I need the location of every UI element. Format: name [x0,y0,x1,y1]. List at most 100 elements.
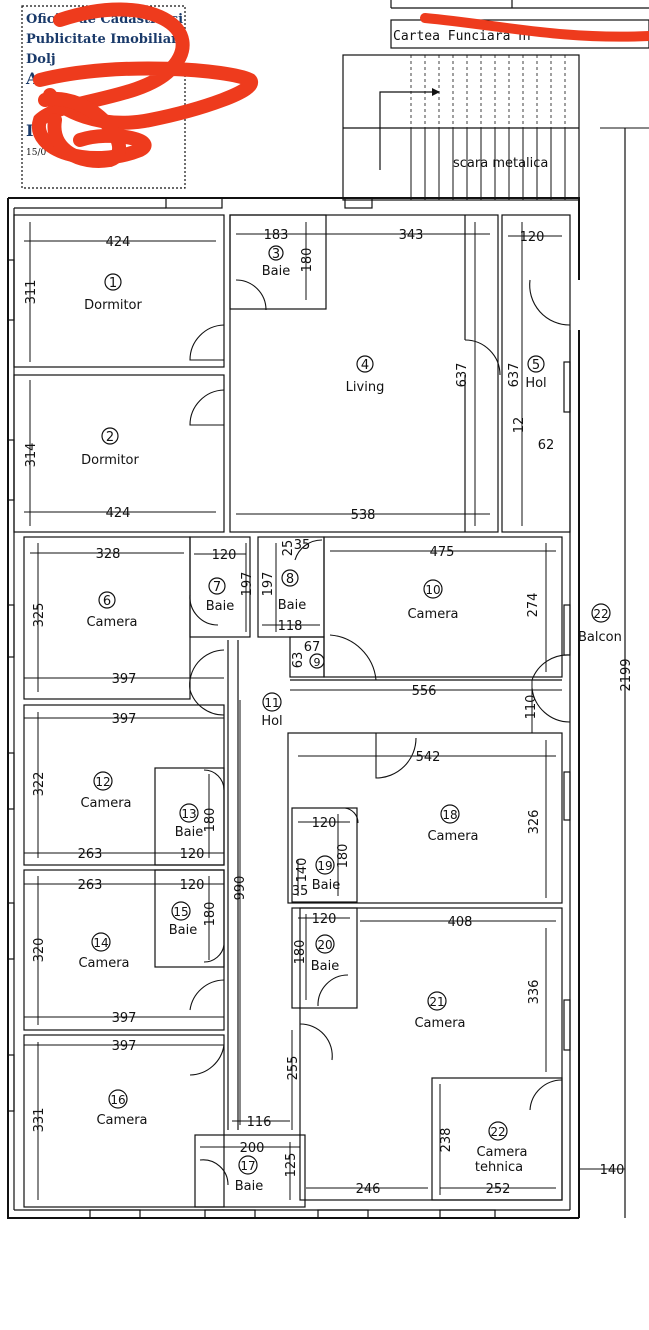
svg-text:Dormitor: Dormitor [84,298,142,313]
dim-label: 255 [286,1056,301,1081]
room-7: 7 Baie [206,577,234,614]
dim-label: 397 [112,1039,137,1054]
svg-text:Camera: Camera [78,956,129,971]
dimension-labels: 424 311 183 180 343 120 637 637 12 62 31… [24,228,634,1197]
dim-label: 180 [300,248,315,273]
room-18: 18 Camera [427,804,479,844]
dim-label: 274 [526,593,541,618]
dim-label: 67 [304,640,321,655]
dim-label: 12 [512,417,527,434]
room-22-balcon: 22 Balcon [578,603,622,645]
svg-text:2: 2 [106,430,114,445]
svg-text:Dormitor: Dormitor [81,453,139,468]
dim-label: 556 [412,684,437,699]
dim-label: 110 [524,695,539,720]
room-labels: 1 Dormitor 2 Dormitor 3 Baie 4 Living 5 … [78,245,622,1194]
dim-label: 424 [106,235,131,250]
dim-label: 180 [293,940,308,965]
dim-label: 336 [527,980,542,1005]
dim-label: 263 [78,878,103,893]
dim-label: 180 [203,902,218,927]
dim-label: 120 [312,912,337,927]
dim-label: 397 [112,672,137,687]
svg-text:5: 5 [532,358,540,373]
room-21: 21 Camera [414,991,466,1031]
dim-label: 252 [486,1182,511,1197]
dim-label: 322 [32,772,47,797]
svg-text:15: 15 [173,905,188,919]
dim-label: 140 [295,858,310,883]
dim-label: 343 [399,228,424,243]
room-2: 2 Dormitor [81,427,140,468]
dim-label: 475 [430,545,455,560]
room-5: 5 Hol [525,355,547,391]
room-13: 13 Baie [175,803,204,840]
svg-text:12: 12 [95,775,110,789]
doors [189,279,571,1186]
svg-text:4: 4 [361,358,369,373]
stamp-line-2: Publicitate Imobiliară [26,32,187,47]
svg-text:22: 22 [490,1125,505,1139]
dim-label: 990 [233,876,248,901]
dim-label: 63 [291,652,306,669]
room-15: 15 Baie [169,901,197,938]
stamp-line-6: 15/0 [26,148,46,158]
dim-label: 314 [24,443,39,468]
svg-text:9: 9 [314,656,321,669]
dim-label: 120 [180,878,205,893]
stairs-label: scara metalica [453,156,548,171]
dim-label: 397 [112,1011,137,1026]
room-4: 4 Living [346,355,385,395]
dim-label: 25 [281,540,296,557]
room-9: 9 [309,653,325,669]
dim-label: 637 [455,363,470,388]
dim-label: 331 [32,1108,47,1133]
dim-label: 125 [284,1153,299,1178]
room-1: 1 Dormitor [84,273,143,313]
svg-text:14: 14 [93,936,108,950]
svg-text:1: 1 [109,276,117,291]
svg-text:Baie: Baie [235,1179,264,1194]
cadastre-stamp: Oficiul de Cadastru și Publicitate Imobi… [21,2,259,189]
svg-text:Baie: Baie [262,264,291,279]
svg-text:11: 11 [264,696,279,710]
room-16: 16 Camera [96,1089,148,1128]
stamp-line-3: Dolj [26,52,56,67]
dim-label: 424 [106,506,131,521]
interior-walls [13,214,571,1208]
dim-label: 637 [507,363,522,388]
svg-text:Camera: Camera [86,615,137,630]
svg-text:Camera: Camera [96,1113,147,1128]
svg-text:Baie: Baie [312,878,341,893]
svg-text:13: 13 [181,807,196,821]
svg-text:Baie: Baie [175,825,204,840]
svg-text:Living: Living [346,380,385,395]
dim-label: 2199 [619,658,634,691]
svg-text:Hol: Hol [525,376,546,391]
svg-text:Camera: Camera [80,796,131,811]
carte-funciara-box: Cartea Funciara nr [390,0,649,49]
svg-text:3: 3 [272,247,280,262]
dimension-lines [24,222,625,1200]
dim-label: 408 [448,915,473,930]
dim-label: 140 [600,1163,625,1178]
dim-label: 120 [520,230,545,245]
svg-text:18: 18 [442,808,457,822]
dim-label: 118 [278,619,303,634]
outer-walls [7,127,649,1219]
svg-text:16: 16 [110,1093,125,1107]
dim-label: 180 [203,808,218,833]
svg-text:Camera: Camera [476,1145,527,1160]
svg-text:tehnica: tehnica [475,1160,523,1175]
dim-label: 328 [96,547,121,562]
dim-label: 116 [247,1115,272,1130]
dim-label: 246 [356,1182,381,1197]
dim-label: 120 [212,548,237,563]
svg-text:Camera: Camera [414,1016,465,1031]
svg-text:22: 22 [593,607,608,621]
dim-label: 35 [294,538,311,553]
room-12: 12 Camera [80,771,132,811]
svg-text:Baie: Baie [278,598,307,613]
svg-text:8: 8 [286,572,294,587]
